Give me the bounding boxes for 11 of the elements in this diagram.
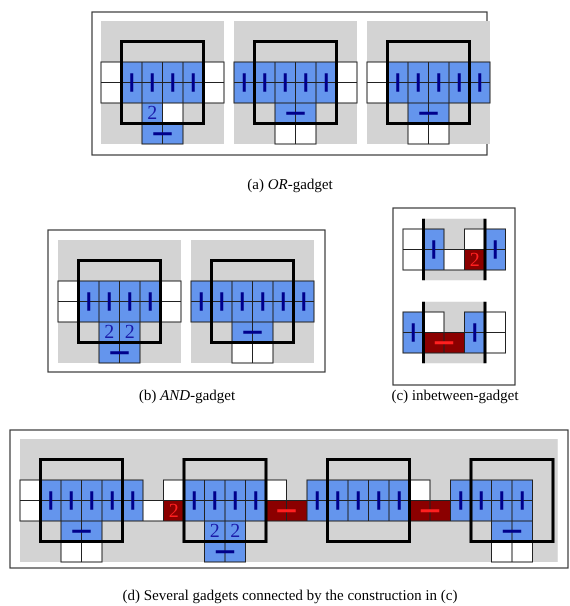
number-label: 2 <box>208 521 221 541</box>
subfigure-caption: (c) inbetween-gadget <box>391 387 519 405</box>
number-label: 2 <box>103 322 116 342</box>
number-label: 2 <box>168 500 180 520</box>
subfigure-caption: (a) OR-gadget <box>247 176 333 194</box>
number-label: 2 <box>468 250 481 270</box>
subfigure-caption: (d) Several gadgets connected by the construction in (c) <box>122 587 458 605</box>
number-label: 2 <box>124 322 136 342</box>
subfigure-caption: (b) AND-gadget <box>138 387 236 405</box>
number-label: 2 <box>229 521 242 541</box>
number-label: 2 <box>146 103 158 123</box>
